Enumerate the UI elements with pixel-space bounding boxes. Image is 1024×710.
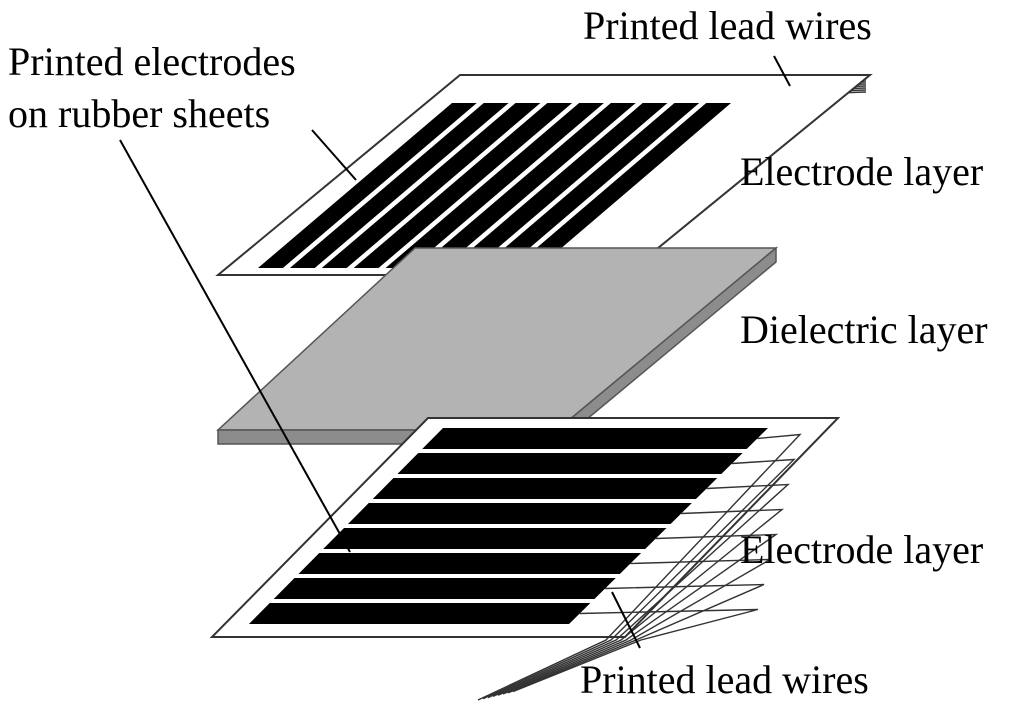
top-electrode-strip xyxy=(513,103,732,268)
bottom-electrode-strip xyxy=(347,503,692,524)
bottom-electrode-strip xyxy=(273,578,616,599)
top-electrode-strips xyxy=(258,103,732,268)
bottom-lead-wire xyxy=(482,458,796,700)
bottom-electrode-strip xyxy=(323,528,667,549)
label-printed-electrodes-line1: Printed electrodes xyxy=(8,39,296,84)
label-top-printed-lead-wires: Printed lead wires xyxy=(583,3,872,48)
label-dielectric-layer: Dielectric layer xyxy=(740,307,988,352)
top-electrode-strip xyxy=(449,103,668,268)
top-electrode-layer xyxy=(215,74,873,276)
bottom-printed-lead-wires xyxy=(477,433,802,701)
bottom-electrode-strip xyxy=(422,428,768,449)
bottom-electrode-strips xyxy=(248,428,768,624)
top-electrode-strip xyxy=(417,103,636,268)
bottom-lead-wire xyxy=(512,608,759,693)
label-bottom-printed-lead-wires: Printed lead wires xyxy=(580,657,869,702)
top-electrode-strip xyxy=(258,103,477,268)
leader-electrodes-bottom xyxy=(119,139,351,553)
leader-bottom-lead-wires xyxy=(611,591,641,649)
label-bottom-electrode-layer: Electrode layer xyxy=(740,527,984,572)
bottom-lead-wire xyxy=(502,558,771,695)
label-printed-electrodes-line2: on rubber sheets xyxy=(8,91,271,136)
bottom-electrode-strip xyxy=(372,478,718,499)
top-electrode-strip xyxy=(385,103,604,268)
bottom-lead-wire xyxy=(507,583,765,694)
top-electrode-strip xyxy=(353,103,573,268)
bottom-lead-wire xyxy=(497,533,779,696)
bottom-electrode-layer xyxy=(209,417,841,701)
top-electrode-strip xyxy=(289,103,509,268)
top-electrode-strip xyxy=(321,103,541,268)
bottom-electrode-strip xyxy=(397,453,743,474)
label-top-electrode-layer: Electrode layer xyxy=(740,149,984,194)
leader-lines xyxy=(119,55,791,649)
leader-electrodes-top xyxy=(311,129,357,181)
bottom-lead-wire xyxy=(492,508,785,698)
bottom-lead-wire xyxy=(487,483,790,699)
top-electrode-strip xyxy=(481,103,700,268)
bottom-electrode-strip xyxy=(248,603,591,624)
leader-top-lead-wires xyxy=(773,55,791,87)
bottom-electrode-strip xyxy=(298,553,642,574)
dielectric-layer xyxy=(216,246,779,446)
